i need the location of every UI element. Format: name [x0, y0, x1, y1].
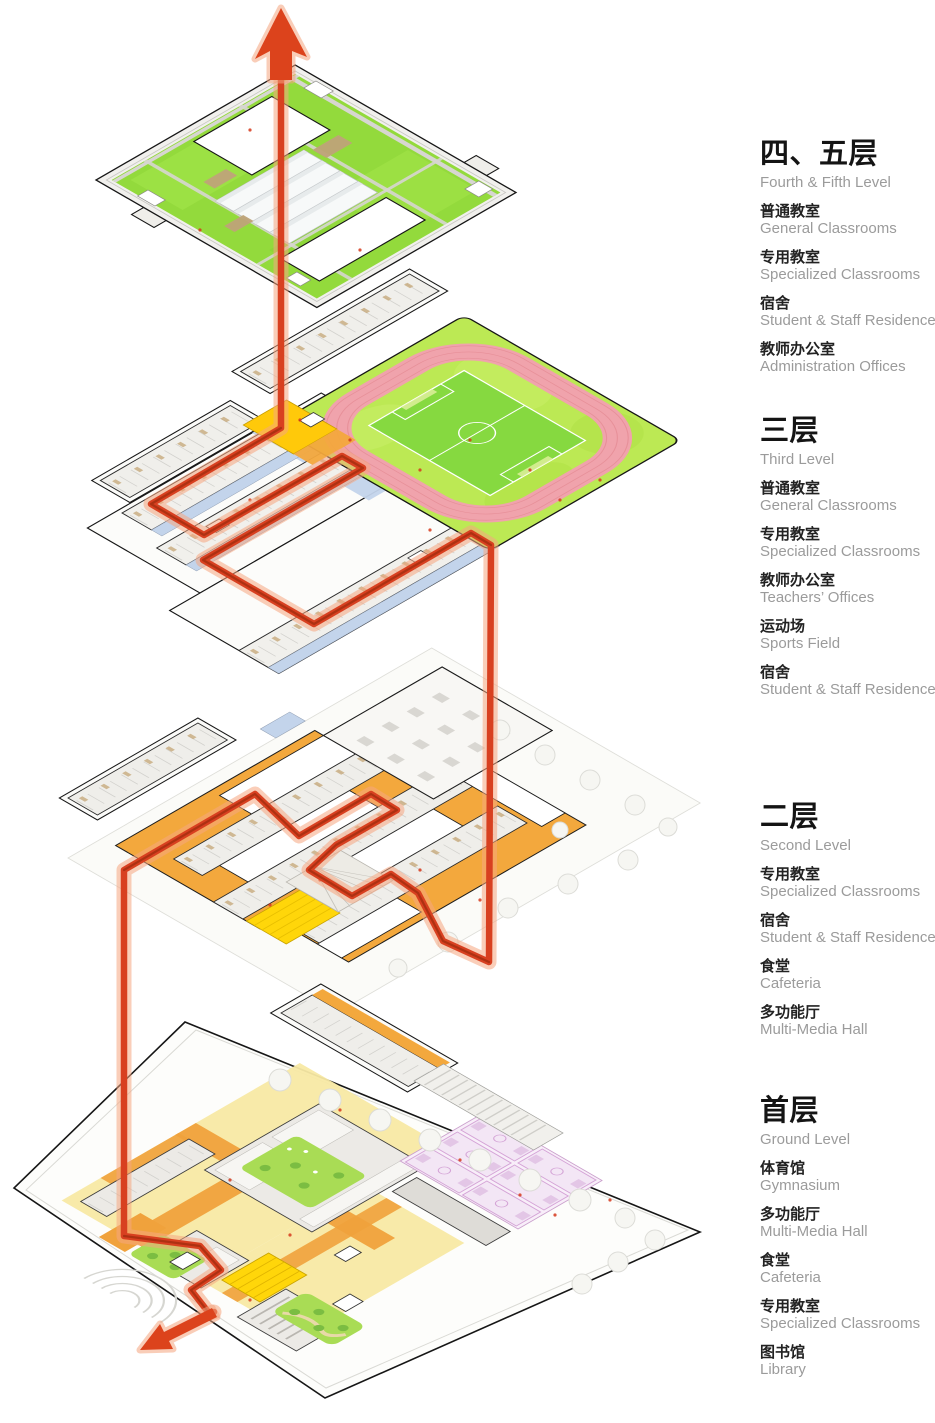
- level-title-cn: 二层: [760, 801, 820, 833]
- legend-item: 宿舍 Student & Staff Residence: [760, 663, 935, 699]
- legend-item: 教师办公室 Administration Offices: [760, 340, 935, 376]
- legend-item: 多功能厅 Multi-Media Hall: [760, 1003, 935, 1039]
- entry-building-bar: [79, 1138, 216, 1217]
- program-label-cn: 专用教室: [760, 525, 821, 543]
- level-title-en: Second Level: [760, 837, 851, 854]
- program-label-cn: 宿舍: [760, 911, 791, 929]
- circulation-route: [116, 4, 499, 1354]
- running-track: [322, 343, 633, 523]
- program-label-en: Student & Staff Residence: [760, 929, 935, 946]
- program-label-cn: 专用教室: [760, 865, 821, 883]
- program-label-en: Cafeteria: [760, 975, 821, 992]
- cafeteria-yellow-roof: [245, 889, 341, 945]
- program-label-cn: 教师办公室: [760, 340, 836, 358]
- level-title-en: Fourth & Fifth Level: [760, 174, 891, 191]
- program-label-cn: 教师办公室: [760, 571, 836, 589]
- fourth-fifth-level-plate: [94, 64, 518, 309]
- program-label-en: Specialized Classrooms: [760, 1315, 921, 1332]
- rooftop-boxes: [136, 80, 494, 287]
- legend-fourth-fifth-level: 四、五层 Fourth & Fifth Level 普通教室 General C…: [760, 140, 935, 376]
- program-label-en: Library: [760, 1361, 806, 1378]
- program-label-en: Student & Staff Residence: [760, 312, 935, 329]
- legend-item: 宿舍 Student & Staff Residence: [760, 911, 935, 947]
- legend-item: 专用教室 Specialized Classrooms: [760, 1297, 935, 1333]
- legend-item: 专用教室 Specialized Classrooms: [760, 525, 935, 561]
- level-title-cn: 三层: [760, 415, 820, 447]
- legend-item: 专用教室 Specialized Classrooms: [760, 248, 935, 284]
- legend-item: 体育馆 Gymnasium: [760, 1159, 935, 1195]
- program-label-cn: 食堂: [760, 1251, 791, 1269]
- program-label-en: General Classrooms: [760, 220, 897, 237]
- garden: [275, 1293, 363, 1345]
- program-label-cn: 多功能厅: [760, 1003, 821, 1021]
- legend-item: 普通教室 General Classrooms: [760, 479, 935, 515]
- program-label-en: Sports Field: [760, 635, 841, 652]
- roof-deck-patches: [203, 135, 353, 232]
- exit-arrow: [140, 1308, 217, 1350]
- program-label-en: Student & Staff Residence: [760, 681, 935, 698]
- dormitory-bar: [90, 399, 270, 504]
- wall-bar: [391, 1177, 512, 1246]
- program-label-cn: 宿舍: [760, 294, 791, 312]
- soccer-pitch: [367, 369, 587, 497]
- program-label-cn: 专用教室: [760, 248, 821, 266]
- courtyard-opening: [279, 196, 427, 282]
- courtyard-opening: [192, 95, 331, 176]
- dormitory-bar: [58, 717, 238, 821]
- residence-appendage-bar: [269, 983, 459, 1093]
- legend-item: 食堂 Cafeteria: [760, 957, 935, 993]
- program-label-cn: 运动场: [760, 617, 806, 635]
- program-label-en: Specialized Classrooms: [760, 883, 921, 900]
- gymnasium-seating: [413, 1063, 564, 1151]
- legend-item: 专用教室 Specialized Classrooms: [760, 865, 935, 901]
- program-label-cn: 体育馆: [760, 1159, 806, 1177]
- level-title-cn: 四、五层: [760, 138, 879, 170]
- courtyard-garden: [242, 1136, 365, 1208]
- legend-second-level: 二层 Second Level 专用教室 Specialized Classro…: [760, 803, 935, 1039]
- program-label-en: Administration Offices: [760, 358, 906, 375]
- legend-item: 教师办公室 Teachers’ Offices: [760, 571, 935, 607]
- legend-third-level: 三层 Third Level 普通教室 General Classrooms 专…: [760, 417, 935, 699]
- program-label-cn: 宿舍: [760, 663, 791, 681]
- legend-item: 食堂 Cafeteria: [760, 1251, 935, 1287]
- program-label-cn: 多功能厅: [760, 1205, 821, 1223]
- program-label-cn: 食堂: [760, 957, 791, 975]
- program-label-cn: 图书馆: [760, 1343, 806, 1361]
- program-label-en: General Classrooms: [760, 497, 897, 514]
- second-level-plate: [58, 647, 702, 1093]
- program-label-en: Specialized Classrooms: [760, 543, 921, 560]
- route-inner-dark: [122, 426, 493, 1315]
- legend-item: 普通教室 General Classrooms: [760, 202, 935, 238]
- program-label-cn: 专用教室: [760, 1297, 821, 1315]
- program-label-cn: 普通教室: [760, 479, 821, 497]
- kiosk: [169, 1245, 364, 1312]
- level-title-cn: 首层: [760, 1095, 820, 1127]
- amphitheater-terraces: [83, 1268, 178, 1323]
- multimedia-hall-yellow-roof: [220, 1252, 308, 1303]
- teaching-cluster: [203, 1103, 428, 1233]
- ghost-trees: [268, 1068, 666, 1295]
- program-label-en: Multi-Media Hall: [760, 1223, 868, 1240]
- legend-item: 运动场 Sports Field: [760, 617, 935, 653]
- sports-field: [276, 317, 678, 549]
- program-label-en: Gymnasium: [760, 1177, 841, 1194]
- ground-level-plate: [12, 1021, 703, 1399]
- legend-item: 宿舍 Student & Staff Residence: [760, 294, 935, 330]
- up-arrow: [255, 8, 307, 80]
- level-title-en: Third Level: [760, 451, 835, 468]
- level-title-en: Ground Level: [760, 1131, 851, 1148]
- program-label-en: Specialized Classrooms: [760, 266, 921, 283]
- program-label-en: Teachers’ Offices: [760, 589, 875, 606]
- legend-item: 图书馆 Library: [760, 1343, 935, 1379]
- legend-item: 多功能厅 Multi-Media Hall: [760, 1205, 935, 1241]
- program-label-en: Cafeteria: [760, 1269, 821, 1286]
- program-label-cn: 普通教室: [760, 202, 821, 220]
- program-label-en: Multi-Media Hall: [760, 1021, 868, 1038]
- classroom-bar: [288, 805, 528, 944]
- legend-ground-level: 首层 Ground Level 体育馆 Gymnasium 多功能厅 Multi…: [760, 1097, 935, 1379]
- scale-figures: [198, 128, 612, 1302]
